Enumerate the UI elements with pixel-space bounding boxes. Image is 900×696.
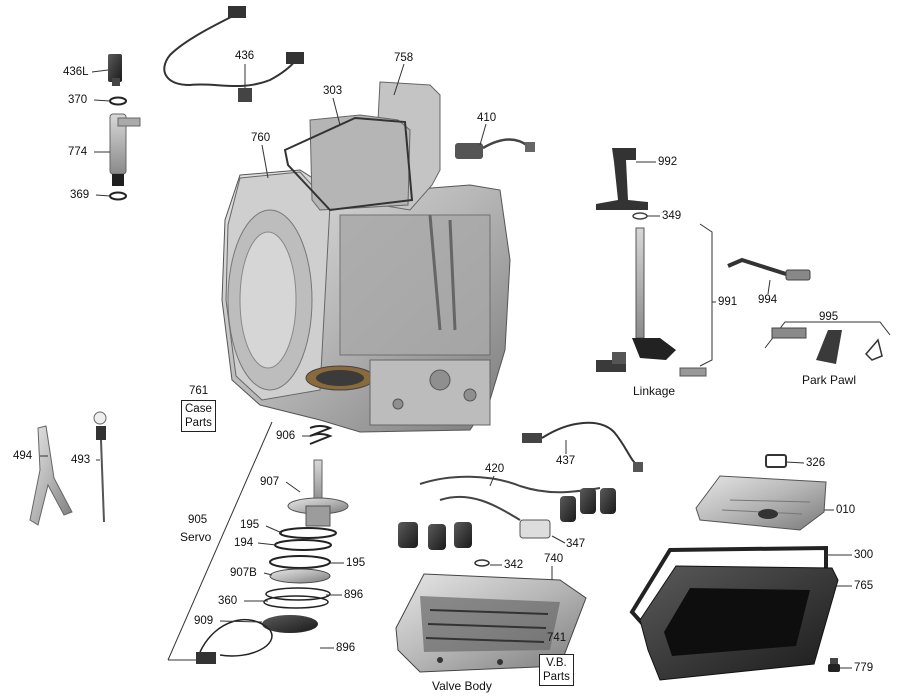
callout-779: 779 (854, 662, 874, 674)
callout-347: 347 (566, 538, 586, 550)
callout-907: 907 (260, 476, 280, 488)
detent-rod-part (727, 257, 811, 281)
callout-300: 300 (854, 549, 874, 561)
caption-valve-body: Valve Body (432, 679, 492, 693)
case-parts-box: Case Parts (181, 400, 216, 432)
callout-195-lower: 195 (346, 557, 366, 569)
callout-303: 303 (323, 85, 343, 97)
callout-994: 994 (758, 294, 778, 306)
callout-741: 741 (547, 632, 567, 644)
callout-420: 420 (485, 463, 505, 475)
vb-parts-box: V.B. Parts (539, 654, 574, 686)
callout-896-upper: 896 (344, 589, 364, 601)
transmission-case-part (221, 169, 511, 433)
park-pawl-parts (764, 321, 891, 364)
callout-326: 326 (806, 457, 826, 469)
speed-sensor-part (108, 54, 141, 201)
callout-370: 370 (68, 94, 88, 106)
vb-parts-line-1: V.B. (546, 657, 567, 669)
dipstick-tube-part (29, 425, 73, 526)
callout-342: 342 (504, 559, 524, 571)
gasket-part (283, 116, 414, 212)
linkage-parts (596, 148, 713, 377)
caption-servo: Servo (180, 530, 212, 544)
callout-992: 992 (658, 156, 678, 168)
callout-761: 761 (189, 385, 209, 397)
callout-758: 758 (394, 52, 414, 64)
solenoid-pack-part (398, 475, 616, 550)
callout-765: 765 (854, 580, 874, 592)
case-parts-line-2: Parts (185, 417, 212, 429)
callout-760: 760 (251, 132, 271, 144)
callout-410: 410 (477, 112, 497, 124)
callout-909: 909 (194, 615, 214, 627)
callout-906: 906 (276, 430, 296, 442)
solenoid-harness-part (522, 421, 643, 472)
callout-493: 493 (71, 454, 91, 466)
callout-774: 774 (68, 146, 88, 158)
sensor-harness-part (455, 138, 535, 159)
callout-494: 494 (13, 450, 33, 462)
valve-body-part (395, 559, 587, 673)
drain-bolt-part (828, 658, 840, 672)
wire-harness-part (163, 6, 304, 102)
oil-pan-part (639, 565, 839, 681)
callout-896-lower: 896 (336, 642, 356, 654)
callout-995: 995 (819, 311, 839, 323)
case-parts-line-1: Case (185, 403, 212, 415)
callout-437: 437 (556, 455, 576, 467)
callout-436: 436 (235, 50, 255, 62)
filter-gasket-part (765, 454, 787, 468)
callout-740: 740 (544, 553, 564, 565)
callout-010: 010 (836, 504, 856, 516)
callout-905: 905 (188, 514, 208, 526)
vb-parts-line-2: Parts (543, 671, 570, 683)
callout-349: 349 (662, 210, 682, 222)
leader-lines (40, 63, 852, 669)
callout-907B: 907B (230, 567, 257, 579)
callout-194: 194 (234, 537, 254, 549)
caption-linkage: Linkage (633, 384, 676, 398)
oil-filter-part (695, 475, 827, 531)
caption-park-pawl: Park Pawl (802, 373, 857, 387)
side-cover-part (309, 81, 441, 211)
dipstick-part (93, 411, 107, 523)
callout-369: 369 (70, 189, 90, 201)
callout-436L: 436L (63, 66, 89, 78)
callout-360: 360 (218, 595, 238, 607)
callout-991: 991 (718, 296, 738, 308)
callout-195-upper: 195 (240, 519, 260, 531)
